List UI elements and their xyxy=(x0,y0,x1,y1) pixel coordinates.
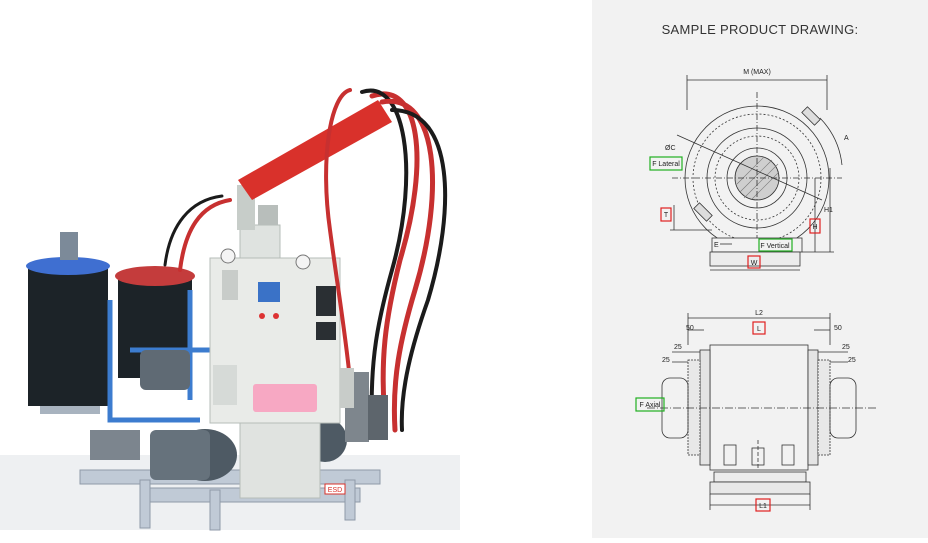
label-l2: L2 xyxy=(755,310,763,317)
brand-tag-box xyxy=(324,483,346,495)
label-f-vertical: F Vertical xyxy=(760,243,790,250)
label-a: A xyxy=(844,135,849,142)
drawing-heading: SAMPLE PRODUCT DRAWING: xyxy=(661,22,859,37)
label-50-left: 50 xyxy=(686,325,694,332)
label-25-right-top: 25 xyxy=(842,344,850,351)
label-f-axial: F Axial xyxy=(639,402,660,409)
polyurethane-foaming-machine-image: ESD xyxy=(0,88,460,531)
machine-photo-panel: ESD xyxy=(0,88,460,531)
mixing-head xyxy=(340,368,388,442)
brand-tag: ESD xyxy=(328,487,342,494)
redacted-label xyxy=(253,384,317,412)
label-w: W xyxy=(751,260,758,267)
label-l: L xyxy=(757,326,761,333)
side-view-drawing xyxy=(647,313,877,510)
label-25-left-top: 25 xyxy=(674,344,682,351)
side-view-labels: L2 50 50 25 25 25 25 xyxy=(662,310,856,364)
label-e: E xyxy=(714,242,719,249)
label-50-right: 50 xyxy=(834,325,842,332)
label-m-max: M (MAX) xyxy=(743,69,771,76)
label-25-left-bottom: 25 xyxy=(662,357,670,364)
control-cabinet xyxy=(209,224,341,499)
hoses xyxy=(163,88,448,433)
label-h1: H1 xyxy=(824,207,833,214)
top-view-drawing xyxy=(670,75,843,271)
label-dia-c: ØC xyxy=(665,145,676,152)
top-view-labels: M (MAX) A ØC E H1 xyxy=(665,69,849,249)
left-tank xyxy=(26,232,110,414)
label-f-lateral: F Lateral xyxy=(652,161,680,168)
product-drawing-panel: SAMPLE PRODUCT DRAWING: xyxy=(592,0,928,538)
technical-drawing: M (MAX) A ØC E H1 F Lateral T F Vertical… xyxy=(635,69,877,512)
label-h: H xyxy=(812,224,817,231)
label-t: T xyxy=(664,212,669,219)
side-view-boxed-labels: L F Axial L1 xyxy=(635,321,771,512)
label-25-right-bottom: 25 xyxy=(848,357,856,364)
boom-arm xyxy=(237,100,392,230)
top-view-boxed-labels: F Lateral T F Vertical W H xyxy=(649,156,821,269)
label-l1: L1 xyxy=(759,503,767,510)
